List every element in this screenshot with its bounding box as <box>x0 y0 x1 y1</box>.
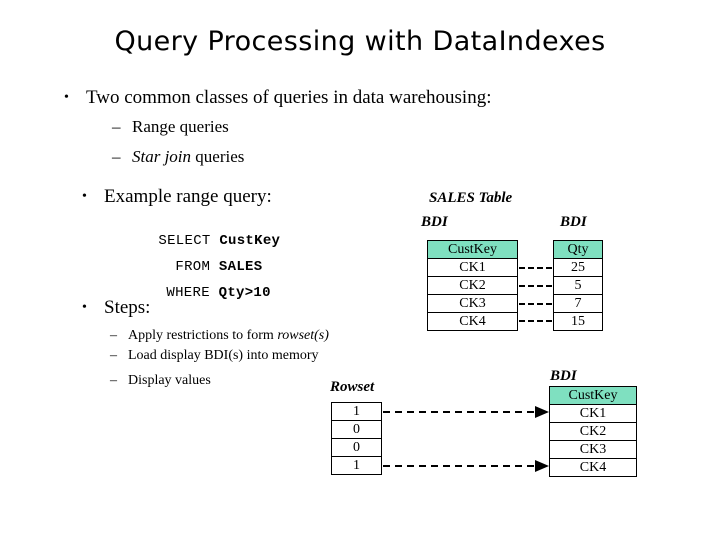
table-row: CK3 <box>549 440 637 459</box>
sales-table-label: SALES Table <box>429 190 513 206</box>
table-row: CK2 <box>427 276 518 295</box>
sales-custkey-bdi-table: CustKey CK1 CK2 CK3 CK4 <box>427 240 518 331</box>
step-display-values: –Display values <box>110 373 211 389</box>
table-row: 0 <box>331 438 382 457</box>
connector-row-4 <box>519 320 552 322</box>
bdi-label-custkey: BDI <box>421 214 448 230</box>
sql-keyword-select: SELECT <box>158 233 211 249</box>
table-row: CK2 <box>549 422 637 441</box>
bullet-glyph: • <box>64 90 69 105</box>
cell-custkey: CK2 <box>549 422 637 441</box>
table-header-row: CustKey <box>427 240 518 259</box>
cell-custkey: CK1 <box>427 258 518 277</box>
connector-row-3 <box>519 303 552 305</box>
rowset-table: 1 0 0 1 <box>331 402 382 475</box>
sub-bullet-text: Range queries <box>132 117 229 136</box>
table-row: 15 <box>553 312 603 331</box>
sales-qty-bdi-table: Qty 25 5 7 15 <box>553 240 603 331</box>
result-bdi-table: CustKey CK1 CK2 CK3 CK4 <box>549 386 637 477</box>
dash-glyph: – <box>110 328 117 343</box>
sql-line-select: SELECT CustKey <box>141 217 280 249</box>
bullet-text: Example range query: <box>104 186 272 207</box>
column-header-custkey: CustKey <box>549 386 637 405</box>
table-row: 1 <box>331 456 382 475</box>
sub-bullet-text-rest: queries <box>191 147 245 166</box>
cell-custkey: CK3 <box>549 440 637 459</box>
step-text: Load display BDI(s) into memory <box>128 348 319 363</box>
sub-bullet-star-join-queries: –Star join queries <box>112 147 244 167</box>
sql-line-where: WHERE Qty>10 <box>149 269 271 301</box>
cell-qty: 15 <box>553 312 603 331</box>
bullet-glyph: • <box>82 189 87 204</box>
bullet-example-range-query: • Example range query: <box>82 186 272 208</box>
table-row: 1 <box>331 402 382 421</box>
table-row: CK4 <box>549 458 637 477</box>
bullet-text: Two common classes of queries in data wa… <box>86 87 492 108</box>
cell-rowset-bit: 0 <box>331 438 382 457</box>
dash-glyph: – <box>112 147 121 166</box>
table-row: CK1 <box>427 258 518 277</box>
sql-line-from: FROM SALES <box>158 243 262 275</box>
sql-identifier-sales: SALES <box>218 259 263 275</box>
step-load-display-bdi: –Load display BDI(s) into memory <box>110 348 319 364</box>
connector-row-1 <box>519 267 552 269</box>
dash-glyph: – <box>112 117 121 136</box>
cell-custkey: CK4 <box>549 458 637 477</box>
rowset-label: Rowset <box>330 379 375 395</box>
table-row: CK4 <box>427 312 518 331</box>
sql-keyword-from: FROM <box>175 259 211 275</box>
step-text: Display values <box>128 373 211 388</box>
cell-rowset-bit: 0 <box>331 420 382 439</box>
bullet-text: Steps: <box>104 297 151 318</box>
connector-row-2 <box>519 285 552 287</box>
step-text: Apply restrictions to form <box>128 328 278 343</box>
sql-identifier-qty-condition: Qty>10 <box>218 285 271 301</box>
sql-identifier-custkey: CustKey <box>219 233 281 249</box>
dash-glyph: – <box>110 348 117 363</box>
bdi-label-qty: BDI <box>560 214 587 230</box>
table-header-row: Qty <box>553 240 603 259</box>
bullet-steps: • Steps: <box>82 297 150 319</box>
cell-rowset-bit: 1 <box>331 402 382 421</box>
cell-custkey: CK1 <box>549 404 637 423</box>
cell-qty: 7 <box>553 294 603 313</box>
column-header-qty: Qty <box>553 240 603 259</box>
table-row: CK1 <box>549 404 637 423</box>
sub-bullet-text-italic: Star join <box>132 147 192 166</box>
table-row: 0 <box>331 420 382 439</box>
bullet-two-common-classes: • Two common classes of queries in data w… <box>64 87 492 109</box>
sql-keyword-where: WHERE <box>166 285 210 301</box>
cell-rowset-bit: 1 <box>331 456 382 475</box>
cell-custkey: CK3 <box>427 294 518 313</box>
table-row: 7 <box>553 294 603 313</box>
cell-custkey: CK2 <box>427 276 518 295</box>
step-text-italic: rowset(s) <box>277 328 329 343</box>
page-title: Query Processing with DataIndexes <box>114 26 606 57</box>
column-header-custkey: CustKey <box>427 240 518 259</box>
cell-qty: 5 <box>553 276 603 295</box>
sub-bullet-range-queries: –Range queries <box>112 117 229 137</box>
table-header-row: CustKey <box>549 386 637 405</box>
table-row: 25 <box>553 258 603 277</box>
bullet-glyph: • <box>82 300 87 315</box>
cell-custkey: CK4 <box>427 312 518 331</box>
dash-glyph: – <box>110 373 117 388</box>
cell-qty: 25 <box>553 258 603 277</box>
table-row: CK3 <box>427 294 518 313</box>
step-apply-restrictions: –Apply restrictions to form rowset(s) <box>110 328 329 344</box>
table-row: 5 <box>553 276 603 295</box>
bdi-label-bottom: BDI <box>550 368 577 384</box>
